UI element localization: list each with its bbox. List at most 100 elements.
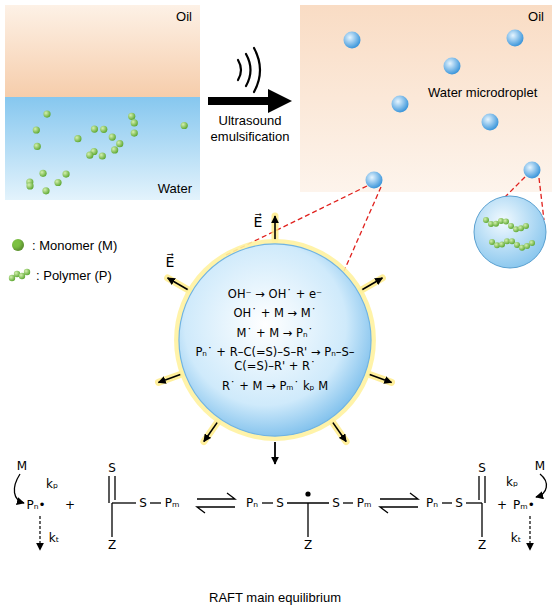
monomer-dots [43, 111, 50, 118]
water-phase: Water [5, 97, 200, 200]
equilibrium-arrows [197, 493, 235, 499]
polymer-sample [24, 269, 30, 275]
monomer-dots [100, 126, 107, 133]
reaction-equation: Pₙ˙ + R–C(=S)–S–R' → Pₙ–S–C(=S)–R' + R˙ [193, 345, 357, 374]
plus-sign: + [497, 498, 507, 512]
legend: : Monomer (M) : Polymer (P) [8, 230, 117, 290]
water-microdroplets [444, 58, 461, 75]
atom-label: S [478, 461, 486, 475]
oil-phase: Oil [5, 5, 200, 97]
electric-field-arrows [168, 278, 189, 290]
group-label: Z [108, 538, 116, 552]
sound-waves [238, 60, 241, 80]
water-microdroplets [482, 114, 499, 131]
reaction-droplet: OH⁻ → OH˙ + e⁻OH˙ + M → M˙M˙ + M → Pₙ˙Pₙ… [177, 242, 373, 438]
phase-label: Oil [528, 9, 544, 24]
equilibrium-arrows [380, 493, 418, 499]
legend-row: : Polymer (P) [8, 260, 117, 290]
droplet-outline [177, 242, 373, 438]
right-panel [300, 5, 552, 192]
electric-field-arrows [369, 374, 392, 382]
sound-waves [246, 54, 251, 86]
raft-bonds [262, 502, 273, 503]
monomer-dots [54, 179, 61, 186]
raft-bonds [112, 502, 136, 503]
droplet-body [179, 244, 371, 436]
group-label: Z [478, 538, 486, 552]
sound-waves [254, 48, 260, 92]
right-panel [300, 5, 552, 192]
electric-field-arrows [362, 278, 383, 290]
raft-bonds [484, 476, 485, 503]
polymer-chains [483, 217, 535, 251]
radical-dot [305, 491, 310, 496]
monomer-dots [116, 140, 123, 147]
atom-label: S [139, 496, 147, 510]
equilibrium-arrows [197, 493, 418, 513]
raft-bonds [150, 502, 161, 503]
raft-bonds [111, 503, 112, 537]
electric-field-arrows [158, 374, 181, 382]
polymer-chains [499, 241, 505, 247]
water-microdroplets [392, 96, 409, 113]
chain-label: Pₘ [357, 496, 372, 510]
left-panel [5, 5, 200, 97]
atom-label: S [276, 496, 284, 510]
legend-text: : Monomer (M) [32, 238, 117, 253]
legend-text: : Polymer (P) [36, 268, 112, 283]
monomer-dots [86, 152, 93, 159]
electric-field-arrows [362, 278, 383, 290]
electric-field-arrows [158, 374, 181, 382]
raft-bonds [343, 502, 353, 503]
atom-label: S [108, 461, 116, 475]
monomer-dots [109, 133, 116, 140]
monomer-dots [131, 119, 138, 126]
sound-waves [238, 48, 260, 92]
monomer-dots [99, 152, 106, 159]
field-label: E⃗ [166, 254, 175, 270]
reaction-list: OH⁻ → OH˙ + e⁻OH˙ + M → M˙M˙ + M → Pₙ˙Pₙ… [177, 242, 373, 438]
polymer-chains [524, 243, 530, 249]
process-arrow [208, 97, 268, 105]
electric-field-arrows [204, 422, 218, 442]
left-panel [5, 5, 200, 200]
rate-constant: kₜ [511, 531, 522, 545]
left-panel [5, 97, 200, 200]
monomer-dots [128, 113, 135, 120]
raft-bonds [114, 476, 115, 500]
radical-label: Pₘ• [513, 498, 535, 512]
legend-swatch [12, 239, 24, 251]
propagation-arrows [14, 474, 24, 503]
monomer-dots [62, 170, 69, 177]
chain-label: Pₘ [165, 496, 180, 510]
atom-label: S [455, 496, 463, 510]
field-glow [177, 242, 373, 438]
monomer-dots [34, 143, 41, 150]
reaction-equation: OH⁻ → OH˙ + e⁻ [228, 287, 322, 301]
down-arrow [274, 442, 276, 464]
polymer-chains [523, 223, 529, 229]
phase-label: Oil [176, 9, 192, 24]
zoom-leader [344, 187, 381, 271]
rate-constant: kₜ [49, 531, 60, 545]
water-microdroplets [366, 172, 383, 189]
process-label: Ultrasound emulsification [198, 113, 302, 144]
propagation-arrows [536, 474, 546, 497]
chain-label: Pₙ [246, 496, 258, 510]
electric-field-arrows [332, 422, 346, 442]
raft-bonds [481, 503, 482, 537]
chain-label: Pₙ [426, 496, 438, 510]
water-microdroplets [507, 30, 524, 47]
equilibrium-arrows [380, 507, 418, 513]
polymer-sample [19, 273, 25, 279]
down-arrow [275, 442, 276, 464]
rate-constant: kₚ [46, 477, 58, 491]
zoom-droplet [474, 196, 546, 268]
equilibrium-arrows [197, 507, 235, 513]
polymer-chains [489, 239, 495, 245]
reaction-equation: M˙ + M → Pₙ˙ [237, 326, 314, 340]
scheme-title: RAFT main equilibrium [209, 590, 341, 605]
polymer-chains [494, 242, 500, 248]
polymer-chains [508, 223, 514, 229]
electric-field-arrows [272, 216, 279, 240]
